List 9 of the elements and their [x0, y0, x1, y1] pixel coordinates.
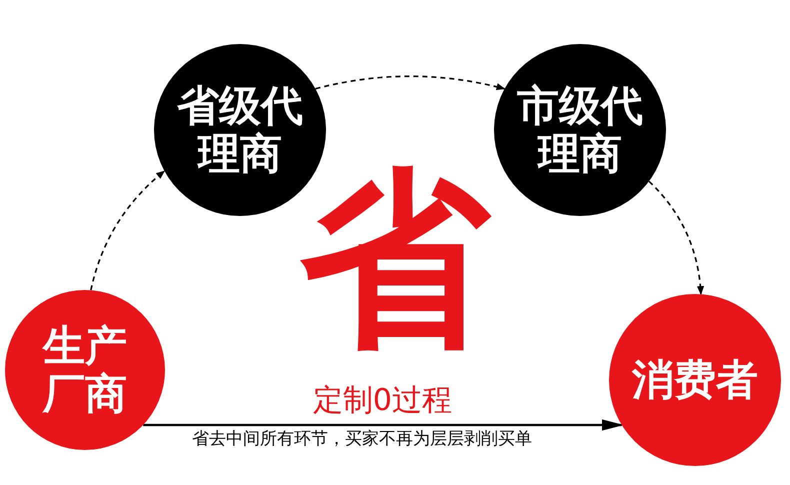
circle-node: 市级代理商 — [494, 44, 666, 216]
dashed-arrow — [315, 76, 506, 90]
dashed-arrow — [90, 170, 166, 290]
circle-node: 消费者 — [609, 294, 781, 466]
note-text: 省去中间所有环节，买家不再为层层剥削买单 — [192, 428, 532, 450]
circle-node: 省级代理商 — [154, 44, 326, 216]
arrow — [143, 419, 624, 431]
dashed-arrow — [648, 180, 704, 296]
circle-node: 生产厂商 — [5, 290, 165, 450]
